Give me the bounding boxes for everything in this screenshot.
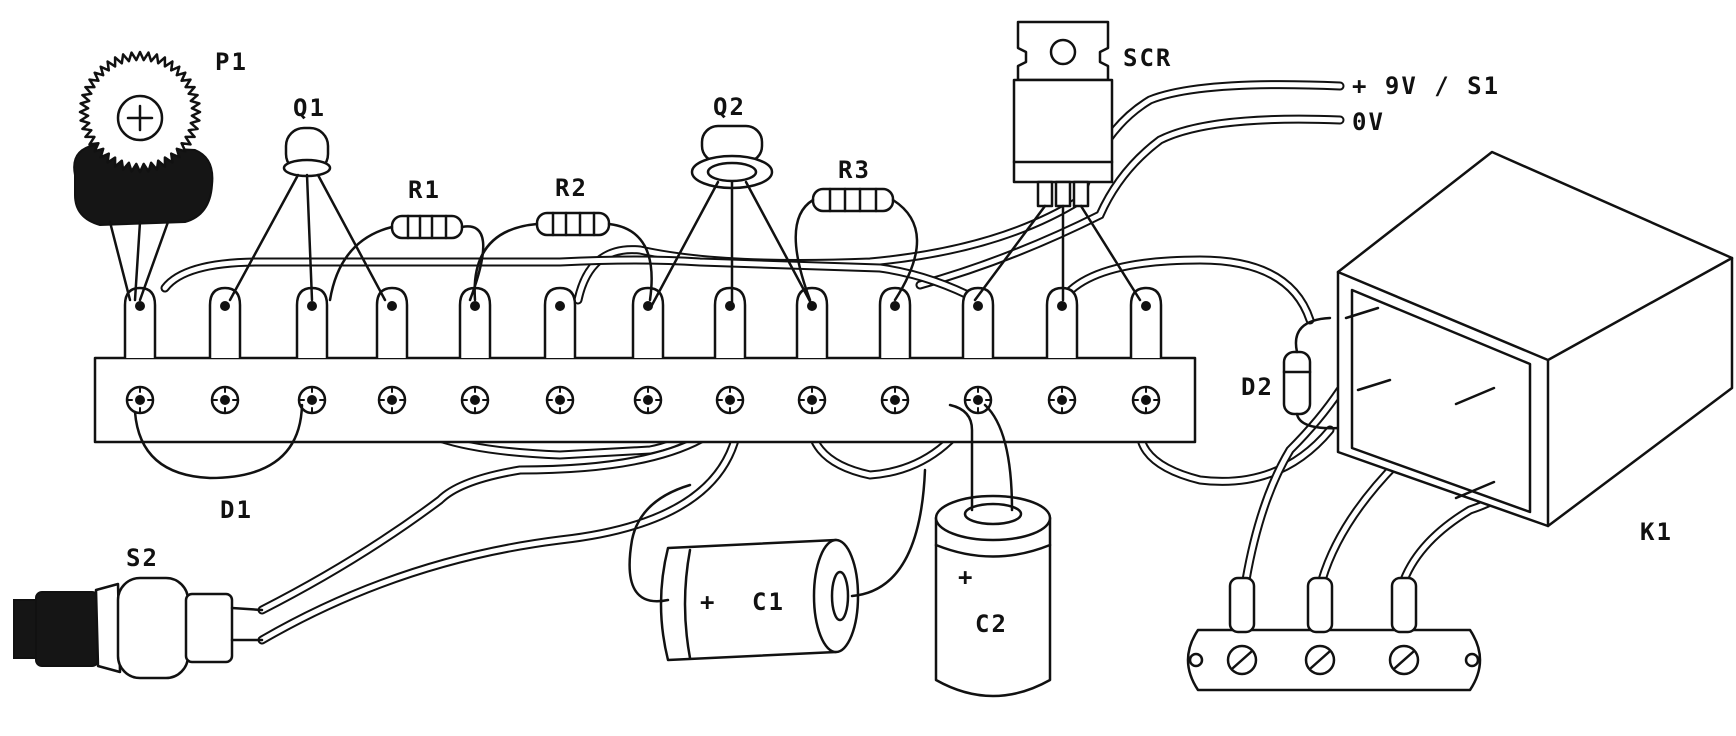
solder-lug	[795, 286, 829, 358]
eyelet	[797, 385, 827, 415]
potentiometer-p1	[73, 50, 214, 302]
wire	[257, 399, 745, 645]
transistor-q1	[228, 126, 387, 302]
eyelet	[880, 385, 910, 415]
wire	[1057, 255, 1315, 325]
label-0v: 0V	[1352, 108, 1385, 136]
label-r1: R1	[408, 176, 441, 204]
diode-d1	[133, 403, 304, 480]
solder-lug	[713, 286, 747, 358]
eyelets	[125, 385, 1161, 415]
eyelet	[377, 385, 407, 415]
eyelet	[210, 385, 240, 415]
transistor-q2	[650, 124, 814, 307]
eyelet	[963, 385, 993, 415]
wire	[573, 80, 1345, 305]
capacitor-c2	[934, 403, 1052, 698]
wire	[257, 399, 745, 615]
label-c1-polarity: +	[700, 588, 716, 616]
switch-s2	[13, 576, 264, 680]
resistor-r2	[473, 211, 653, 302]
label-k1: K1	[1640, 518, 1673, 546]
eyelet	[125, 385, 155, 415]
solder-lug	[208, 286, 242, 358]
wire	[915, 114, 1345, 290]
terminal-strip	[93, 286, 1197, 444]
solder-lug	[961, 286, 995, 358]
label-q1: Q1	[293, 94, 326, 122]
label-plus9v: + 9V / S1	[1352, 72, 1500, 100]
relay-terminal-block	[1186, 576, 1482, 692]
label-d1: D1	[220, 496, 253, 524]
wire	[160, 255, 983, 305]
label-r3: R3	[838, 156, 871, 184]
relay-k1	[1336, 150, 1734, 528]
wire	[1241, 385, 1345, 585]
solder-lug	[123, 286, 157, 358]
eyelet	[633, 385, 663, 415]
label-d2: D2	[1241, 373, 1274, 401]
label-c2: C2	[975, 610, 1008, 638]
eyelet	[1131, 385, 1161, 415]
eyelet	[545, 385, 575, 415]
label-p1: P1	[215, 48, 248, 76]
label-s2: S2	[126, 544, 159, 572]
eyelet	[297, 385, 327, 415]
eyelet	[1047, 385, 1077, 415]
solder-lug	[631, 286, 665, 358]
solder-lug	[878, 286, 912, 358]
label-q2: Q2	[713, 93, 746, 121]
solder-lug	[375, 286, 409, 358]
solder-lug	[1129, 286, 1163, 358]
eyelet	[715, 385, 745, 415]
label-scr: SCR	[1123, 44, 1172, 72]
resistor-r3	[794, 187, 919, 302]
capacitor-c1	[628, 468, 927, 662]
label-r2: R2	[555, 174, 588, 202]
solder-lugs	[123, 286, 1163, 358]
label-c2-polarity: +	[958, 563, 974, 591]
diode-d2	[1282, 316, 1342, 430]
scr-thyristor	[973, 20, 1142, 302]
eyelet	[460, 385, 490, 415]
solder-lug	[543, 286, 577, 358]
label-c1: C1	[752, 588, 785, 616]
